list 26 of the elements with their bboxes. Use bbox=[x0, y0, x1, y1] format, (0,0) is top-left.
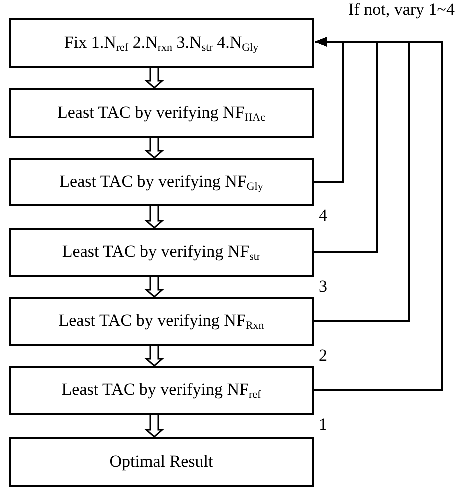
step-text: Least TAC by verifying NF$_{Gly}$ bbox=[60, 172, 264, 192]
process-box bbox=[9, 366, 314, 415]
block-arrow bbox=[144, 205, 164, 229]
step-text: Least TAC by verifying NF$_{Rxn}$ bbox=[58, 311, 264, 332]
process-box bbox=[9, 158, 314, 206]
process-box bbox=[9, 228, 314, 277]
feedback-arrow bbox=[314, 37, 443, 392]
process-box bbox=[9, 297, 314, 346]
step-text: Optimal Result bbox=[110, 452, 214, 472]
step-text: Fix 1.N$_{ref}$ 2.N$_{rxn}$ 3.N$_{str}$ 4.N$_{Gly}$ bbox=[64, 32, 259, 54]
process-box bbox=[9, 18, 314, 68]
process-box bbox=[9, 437, 314, 487]
step-text: Least TAC by verifying NF$_{str}$ bbox=[62, 242, 261, 263]
step-number: 1 bbox=[319, 415, 328, 435]
block-arrow bbox=[144, 276, 164, 298]
note-text: If not, vary 1~4 bbox=[348, 0, 455, 20]
block-arrow bbox=[144, 67, 164, 89]
block-arrow bbox=[144, 345, 164, 367]
step-text: Least TAC by verifying NF$_{HAc}$ bbox=[58, 102, 266, 124]
step-number: 2 bbox=[319, 346, 328, 366]
step-text: Least TAC by verifying NF$_{ref}$ bbox=[62, 380, 262, 401]
block-arrow bbox=[144, 137, 164, 159]
step-number: 4 bbox=[319, 206, 328, 226]
step-number: 3 bbox=[319, 277, 328, 297]
process-box bbox=[9, 88, 314, 138]
block-arrow bbox=[144, 414, 164, 438]
